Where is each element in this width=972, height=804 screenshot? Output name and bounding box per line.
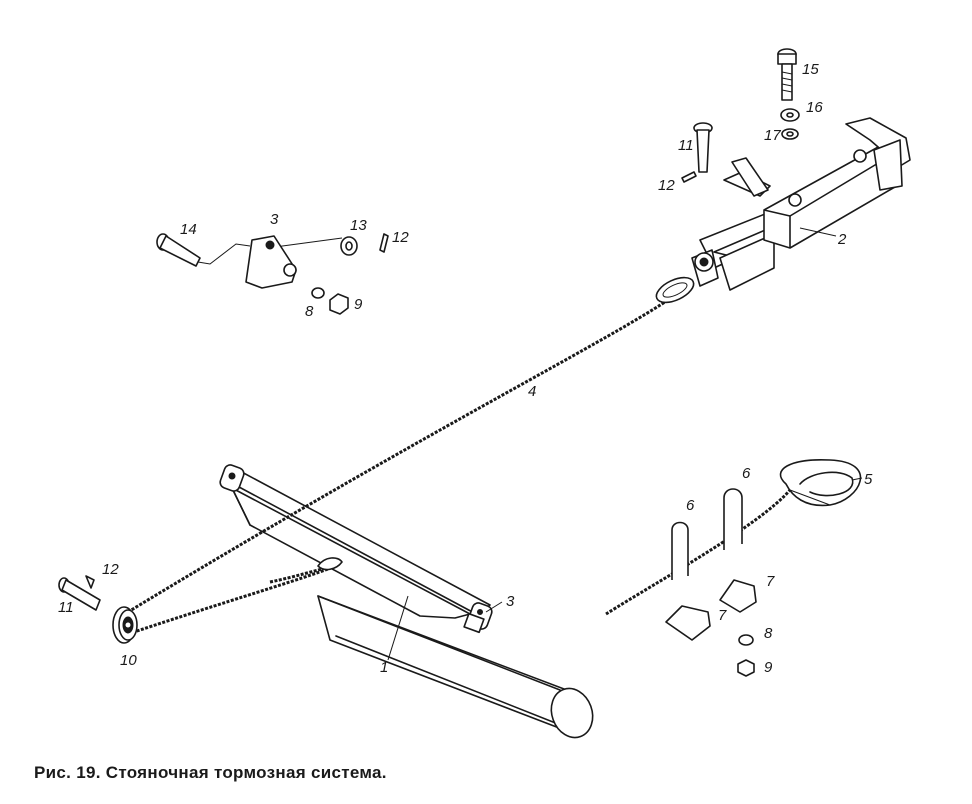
callout-11a: 11 [58,599,74,616]
callout-10: 10 [120,652,137,669]
callout-4: 4 [528,383,536,400]
pulley [112,606,138,644]
callout-8a: 8 [305,303,314,320]
callout-16: 16 [806,99,823,116]
callout-17: 17 [764,127,781,144]
callout-6b: 6 [742,465,751,482]
callout-12a: 12 [102,561,119,578]
callout-12b: 12 [392,229,409,246]
callout-8b: 8 [764,625,773,642]
callout-6a: 6 [686,497,695,514]
callout-9a: 9 [354,296,363,313]
equalizer-bar [219,464,493,634]
callout-3a: 3 [270,211,279,228]
figure-caption: Рис. 19. Стояночная тормозная система. [34,763,387,782]
callout-11b: 11 [678,137,694,154]
bracket-assembly [156,233,389,315]
callout-9b: 9 [764,659,773,676]
leader-lines [387,227,863,661]
axle-tube [317,595,594,739]
callout-15: 15 [802,61,819,78]
callout-1: 1 [380,659,388,676]
callout-3b: 3 [506,593,515,610]
main-cable [127,276,695,636]
callout-12c: 12 [658,177,675,194]
lever-assembly [691,117,911,291]
callout-13: 13 [350,217,367,234]
callout-14: 14 [180,221,197,238]
callout-5: 5 [864,471,873,488]
callout-7a: 7 [766,573,775,590]
callout-2: 2 [837,231,847,248]
pin-top [681,122,713,183]
callout-labels: 1 2 3 3 4 5 6 6 7 7 8 8 9 9 10 11 11 12 … [58,61,873,676]
pin-left [58,575,101,611]
cable-detail [605,459,862,677]
callout-7b: 7 [718,607,727,624]
bolt-15 [777,48,800,140]
